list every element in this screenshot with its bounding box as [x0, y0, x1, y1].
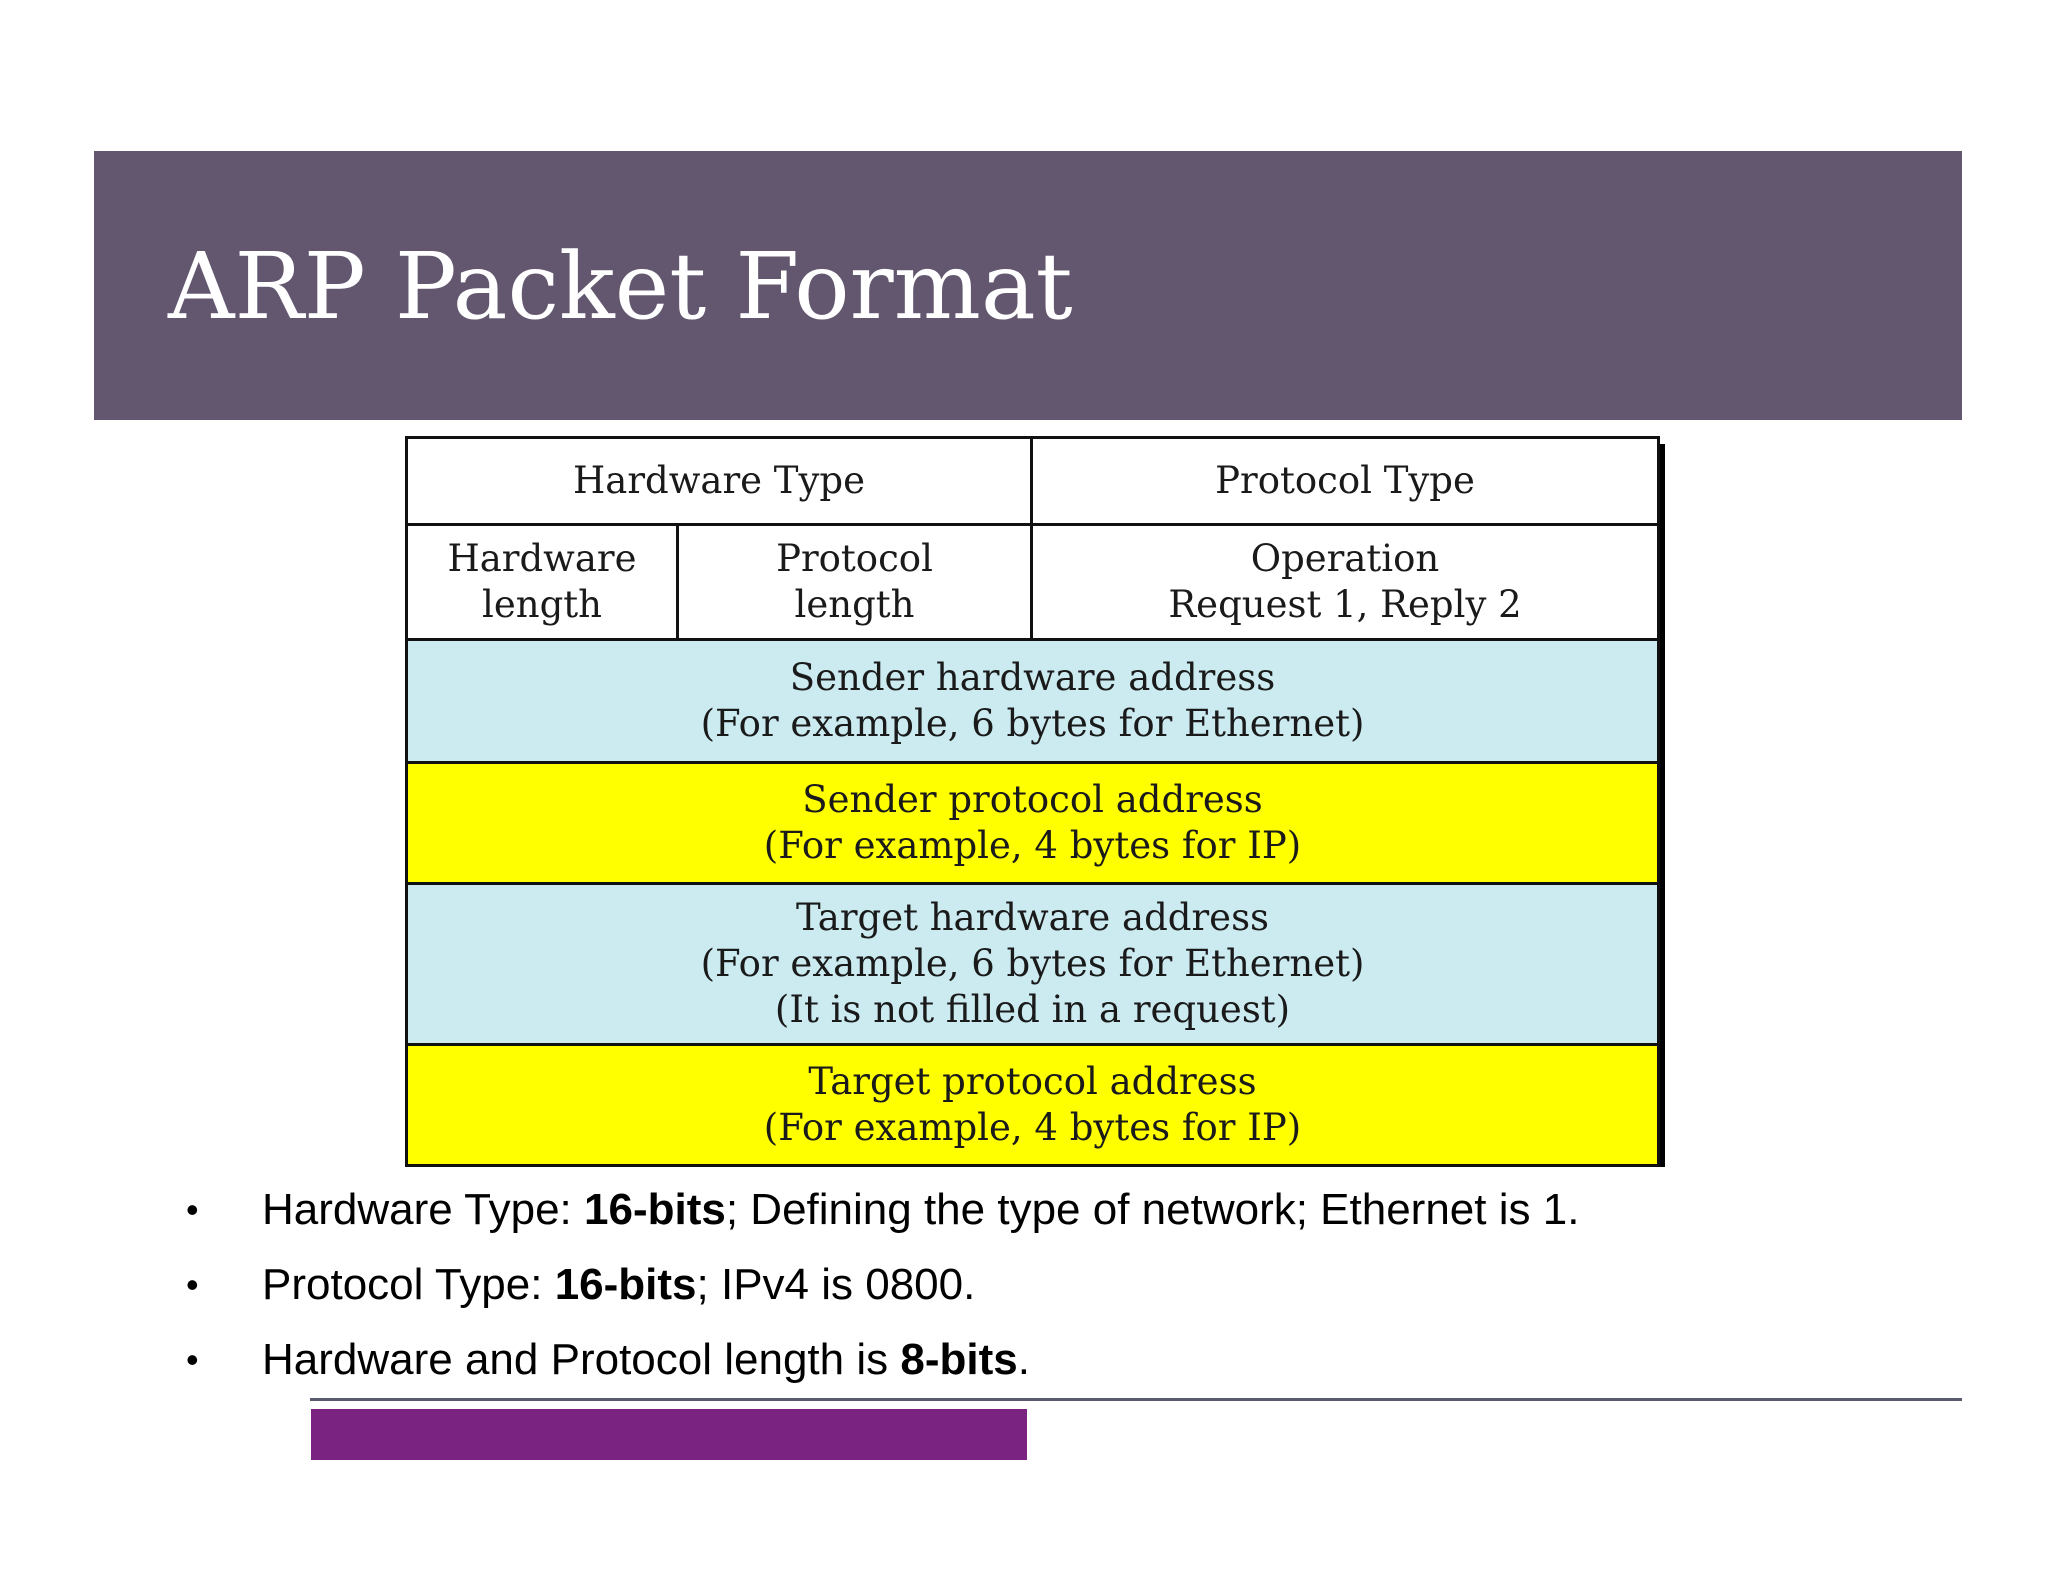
field-target-protocol-address: Target protocol address (For example, 4 …	[405, 1043, 1660, 1167]
arp-packet-diagram: Hardware Type Protocol Type Hardware len…	[405, 436, 1660, 1167]
packet-row-target-hardware: Target hardware address (For example, 6 …	[405, 882, 1660, 1046]
bullet-text-suffix: .	[1017, 1335, 1030, 1384]
bullet-text-prefix: Hardware Type:	[262, 1185, 585, 1234]
field-protocol-type-label: Protocol Type	[1215, 459, 1475, 502]
field-protocol-length-line-1: Protocol	[776, 537, 933, 580]
field-hardware-length-line-2: length	[482, 583, 602, 626]
packet-row-sender-hardware: Sender hardware address (For example, 6 …	[405, 638, 1660, 764]
field-hardware-type: Hardware Type	[405, 436, 1033, 526]
field-protocol-type: Protocol Type	[1030, 436, 1660, 526]
bullet-text-bold: 16-bits	[554, 1260, 697, 1309]
field-sender-hardware-address-line-2: (For example, 6 bytes for Ethernet)	[700, 702, 1365, 745]
bullet-text: Protocol Type: 16-bits; IPv4 is 0800.	[262, 1253, 975, 1317]
bullet-text-bold: 16-bits	[584, 1185, 726, 1234]
field-hardware-length-line-1: Hardware	[447, 537, 637, 580]
packet-row-sender-protocol: Sender protocol address (For example, 4 …	[405, 761, 1660, 885]
field-sender-protocol-address: Sender protocol address (For example, 4 …	[405, 761, 1660, 885]
field-sender-hardware-address-line-1: Sender hardware address	[789, 656, 1276, 699]
footer-divider	[310, 1398, 1962, 1401]
bullet-marker: •	[186, 1339, 199, 1380]
field-operation-line-2: Request 1, Reply 2	[1168, 583, 1522, 626]
bullet-text-prefix: Hardware and Protocol length is	[262, 1335, 901, 1384]
field-hardware-type-label: Hardware Type	[573, 459, 865, 502]
packet-row-types: Hardware Type Protocol Type	[405, 436, 1660, 526]
field-target-protocol-address-line-1: Target protocol address	[808, 1060, 1257, 1103]
bullet-text-suffix: ; IPv4 is 0800.	[696, 1260, 976, 1309]
slide-title: ARP Packet Format	[168, 233, 1073, 340]
field-target-hardware-address-line-1: Target hardware address	[795, 896, 1270, 939]
footer-accent-bar	[311, 1409, 1027, 1460]
bullet-text: Hardware and Protocol length is 8-bits.	[262, 1328, 1030, 1392]
field-protocol-length: Protocol length	[676, 523, 1033, 641]
packet-row-lengths: Hardware length Protocol length Operatio…	[405, 523, 1660, 641]
field-sender-protocol-address-line-1: Sender protocol address	[802, 778, 1263, 821]
arp-packet-table: Hardware Type Protocol Type Hardware len…	[405, 436, 1660, 1167]
bullet-text: Hardware Type: 16-bits; Defining the typ…	[262, 1178, 1579, 1242]
field-target-hardware-address-line-3: (It is not filled in a request)	[774, 988, 1291, 1031]
field-sender-protocol-address-line-2: (For example, 4 bytes for IP)	[763, 824, 1302, 867]
bullet-marker: •	[186, 1189, 199, 1230]
bullet-marker: •	[186, 1264, 199, 1305]
field-target-protocol-address-line-2: (For example, 4 bytes for IP)	[763, 1106, 1302, 1149]
field-target-hardware-address-line-2: (For example, 6 bytes for Ethernet)	[700, 942, 1365, 985]
field-hardware-length: Hardware length	[405, 523, 679, 641]
bullet-text-bold: 8-bits	[900, 1335, 1018, 1384]
field-sender-hardware-address: Sender hardware address (For example, 6 …	[405, 638, 1660, 764]
packet-row-target-protocol: Target protocol address (For example, 4 …	[405, 1043, 1660, 1167]
title-bar	[94, 151, 1962, 420]
bullet-text-suffix: ; Defining the type of network; Ethernet…	[725, 1185, 1580, 1234]
field-operation-line-1: Operation	[1250, 537, 1440, 580]
field-target-hardware-address: Target hardware address (For example, 6 …	[405, 882, 1660, 1046]
bullet-text-prefix: Protocol Type:	[262, 1260, 555, 1309]
field-protocol-length-line-2: length	[794, 583, 915, 626]
field-operation: Operation Request 1, Reply 2	[1030, 523, 1660, 641]
